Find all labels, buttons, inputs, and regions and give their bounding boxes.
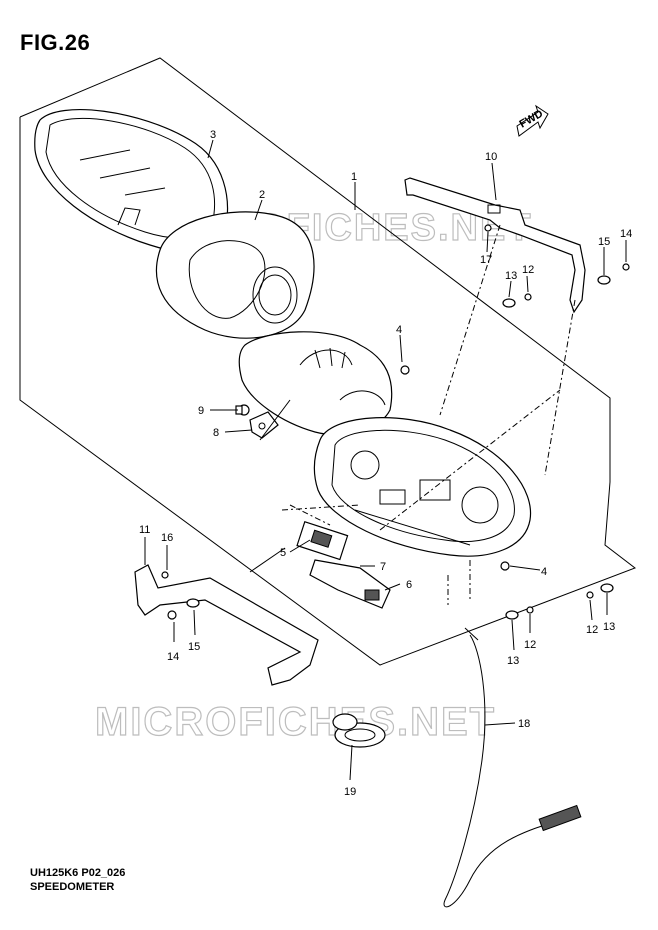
callout-12: 12 (524, 639, 536, 651)
callout-14: 14 (167, 651, 179, 663)
callout-17: 17 (480, 254, 492, 266)
callout-labels: 1 2 3 4 4 5 6 7 8 9 10 11 12 12 12 13 13… (139, 129, 632, 798)
callout-6: 6 (406, 579, 412, 591)
grommet-part (332, 713, 386, 748)
callout-19: 19 (344, 786, 356, 798)
callout-16: 16 (161, 532, 173, 544)
callout-9: 9 (198, 405, 204, 417)
callout-11: 11 (139, 524, 150, 536)
bezel-part (155, 211, 315, 339)
callout-1: 1 (351, 171, 357, 183)
callout-2: 2 (259, 189, 265, 201)
assembly-lines (281, 224, 576, 605)
callout-10: 10 (485, 151, 497, 163)
hardware-parts (161, 224, 630, 620)
pcb-part (309, 559, 391, 609)
meter-housing-part (313, 417, 532, 557)
figure-code: UH125K6 P02_026 (30, 867, 126, 879)
callout-12: 12 (522, 264, 534, 276)
callout-4: 4 (396, 324, 402, 336)
watermark-bottom: MICROFICHES.NET (95, 700, 496, 744)
fwd-arrow-icon: FWD (516, 104, 549, 137)
callout-7: 7 (380, 561, 386, 573)
speedo-cable-part (443, 627, 582, 908)
figure-name: SPEEDOMETER (30, 881, 115, 893)
callout-15: 15 (598, 236, 610, 248)
figure-title: FIG.26 (20, 30, 91, 55)
lcd-part (296, 521, 349, 561)
leader-lines (144, 139, 627, 781)
callout-13: 13 (603, 621, 615, 633)
callout-8: 8 (213, 427, 219, 439)
callout-3: 3 (210, 129, 216, 141)
callout-13: 13 (507, 655, 519, 667)
bracket-part (404, 177, 586, 314)
callout-13: 13 (505, 270, 517, 282)
callout-12: 12 (586, 624, 598, 636)
assembly-outline (19, 57, 637, 666)
callout-5: 5 (280, 547, 286, 559)
callout-18: 18 (518, 718, 530, 730)
callout-14: 14 (620, 228, 632, 240)
callout-4: 4 (541, 566, 547, 578)
meter-face-part (238, 331, 393, 436)
callout-15: 15 (188, 641, 200, 653)
lower-bracket-part (134, 564, 319, 686)
